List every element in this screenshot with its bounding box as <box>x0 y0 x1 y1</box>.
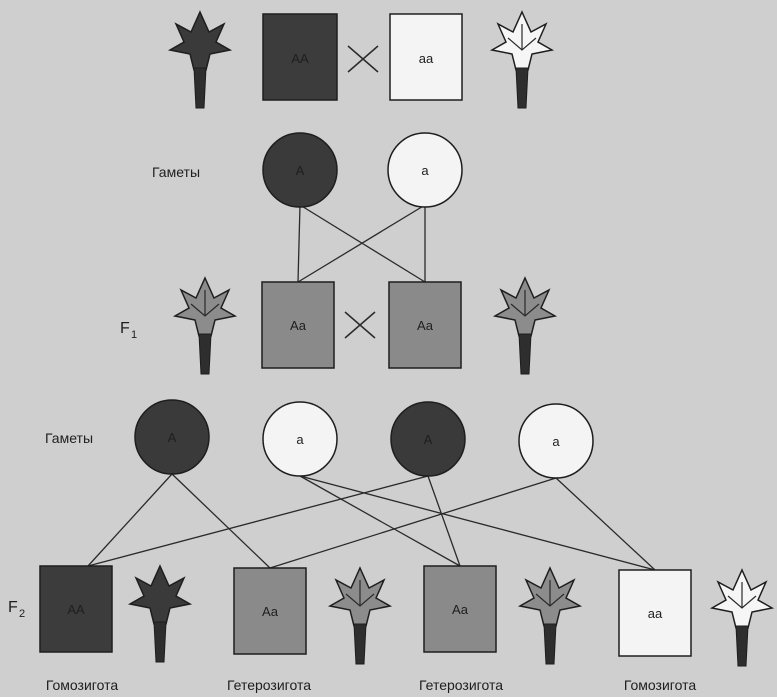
gametes-label: Гаметы <box>45 430 93 446</box>
pink-flower-icon <box>174 277 236 375</box>
f1-box <box>261 281 335 369</box>
f2-box <box>39 565 113 653</box>
parent-dominant-box <box>262 13 338 101</box>
f1-box <box>388 281 462 369</box>
f2-genotype: АА <box>67 602 85 617</box>
gamete-label: а <box>421 163 429 178</box>
cross-icon <box>344 311 376 339</box>
white-flower-icon <box>711 569 773 667</box>
gamete-dominant <box>262 132 338 208</box>
gamete-recessive <box>387 132 463 208</box>
gametes-p-row: Гаметы А а <box>152 132 463 208</box>
f2-genotype: Аа <box>452 602 469 617</box>
f1-row: F 1 Аа Аа <box>120 277 556 375</box>
parent-recessive-box <box>389 13 463 101</box>
f1-label: F <box>120 320 130 337</box>
zygosity-label: Гетерозигота <box>227 677 311 693</box>
f1-label-sub: 1 <box>131 329 137 341</box>
gamete-label: а <box>552 434 560 449</box>
gamete-label: А <box>168 430 177 445</box>
connector-lines <box>87 204 656 571</box>
gametes-f1-row: Гаметы А а А а <box>45 399 594 479</box>
gametes-label: Гаметы <box>152 164 200 180</box>
zygosity-label: Гомозигота <box>46 677 118 693</box>
zygosity-label: Гомозигота <box>624 677 696 693</box>
gamete-recessive <box>262 401 338 477</box>
dark-flower-icon <box>169 11 231 109</box>
pink-flower-icon <box>494 277 556 375</box>
gamete-dominant <box>134 399 210 475</box>
f2-box <box>233 567 307 655</box>
f2-label-sub: 2 <box>19 608 25 620</box>
gamete-dominant <box>390 401 466 477</box>
f2-box <box>618 569 692 657</box>
gamete-recessive <box>518 403 594 479</box>
cross-icon <box>347 45 379 73</box>
gamete-label: а <box>296 432 304 447</box>
f2-box <box>423 565 497 653</box>
f2-genotype: Аа <box>262 604 279 619</box>
parent-recessive-genotype: аа <box>419 51 434 66</box>
pink-flower-icon <box>519 567 581 665</box>
f1-genotype: Аа <box>417 318 434 333</box>
f2-label: F <box>8 599 18 616</box>
zygosity-label: Гетерозигота <box>419 677 503 693</box>
pink-flower-icon <box>329 567 391 665</box>
white-flower-icon <box>491 11 553 109</box>
gamete-label: А <box>296 163 305 178</box>
dark-flower-icon <box>129 565 191 663</box>
parent-dominant-genotype: АА <box>291 51 309 66</box>
parent-row: АА аа <box>169 11 553 109</box>
f2-row: F 2 АА Аа Аа аа Гомозигота Гетерозигота … <box>8 565 773 693</box>
f2-genotype: аа <box>648 606 663 621</box>
f1-genotype: Аа <box>290 318 307 333</box>
gamete-label: А <box>424 432 433 447</box>
